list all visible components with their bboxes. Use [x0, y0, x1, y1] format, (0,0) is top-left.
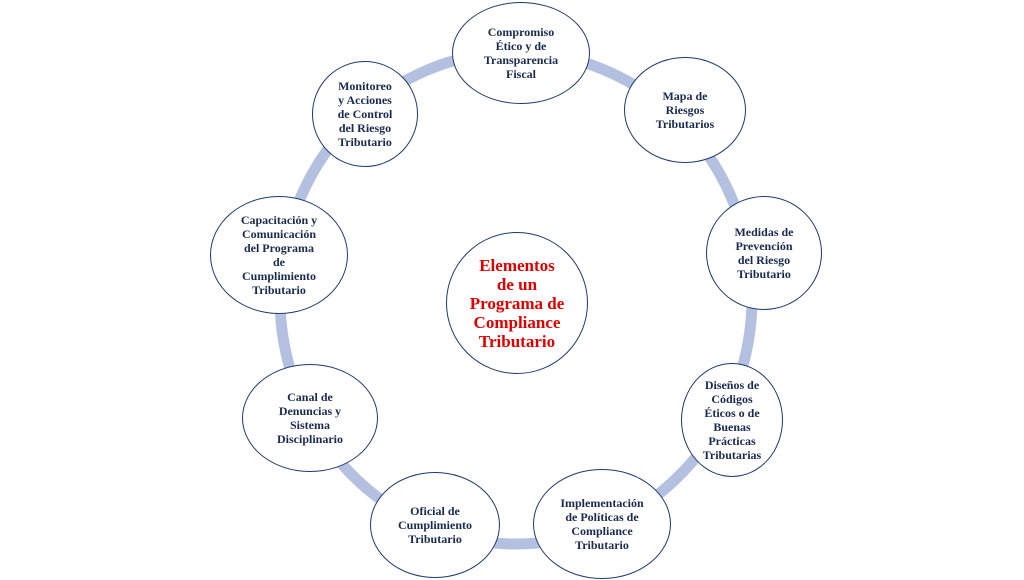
node-label: Compromiso Ético y de Transparencia Fisc… — [483, 25, 559, 81]
node-implementacion-politicas: Implementación de Políticas de Complianc… — [533, 469, 671, 579]
center-label: Elementos de un Programa de Compliance T… — [469, 255, 565, 351]
node-label: Mapa de Riesgos Tributarios — [655, 89, 715, 131]
node-label: Monitoreo y Acciones de Control del Ries… — [337, 79, 393, 149]
node-medidas-prevencion: Medidas de Prevención del Riesgo Tributa… — [706, 196, 822, 310]
node-monitoreo-acciones: Monitoreo y Acciones de Control del Ries… — [312, 61, 418, 167]
node-label: Oficial de Cumplimiento Tributario — [397, 504, 472, 546]
node-label: Diseños de Códigos Éticos o de Buenas Pr… — [702, 378, 762, 462]
node-label: Canal de Denuncias y Sistema Disciplinar… — [276, 390, 343, 446]
node-capacitacion-comunicacion: Capacitación y Comunicación del Programa… — [210, 196, 348, 314]
node-mapa-riesgos: Mapa de Riesgos Tributarios — [624, 57, 746, 163]
node-oficial-cumplimiento: Oficial de Cumplimiento Tributario — [370, 472, 500, 578]
node-canal-denuncias: Canal de Denuncias y Sistema Disciplinar… — [242, 364, 378, 472]
node-compromiso-etico: Compromiso Ético y de Transparencia Fisc… — [452, 2, 590, 104]
node-label: Capacitación y Comunicación del Programa… — [240, 213, 318, 297]
node-label: Medidas de Prevención del Riesgo Tributa… — [734, 225, 794, 281]
node-disenos-codigos: Diseños de Códigos Éticos o de Buenas Pr… — [681, 363, 783, 477]
node-label: Implementación de Políticas de Complianc… — [560, 496, 644, 552]
center-node: Elementos de un Programa de Compliance T… — [446, 232, 588, 374]
